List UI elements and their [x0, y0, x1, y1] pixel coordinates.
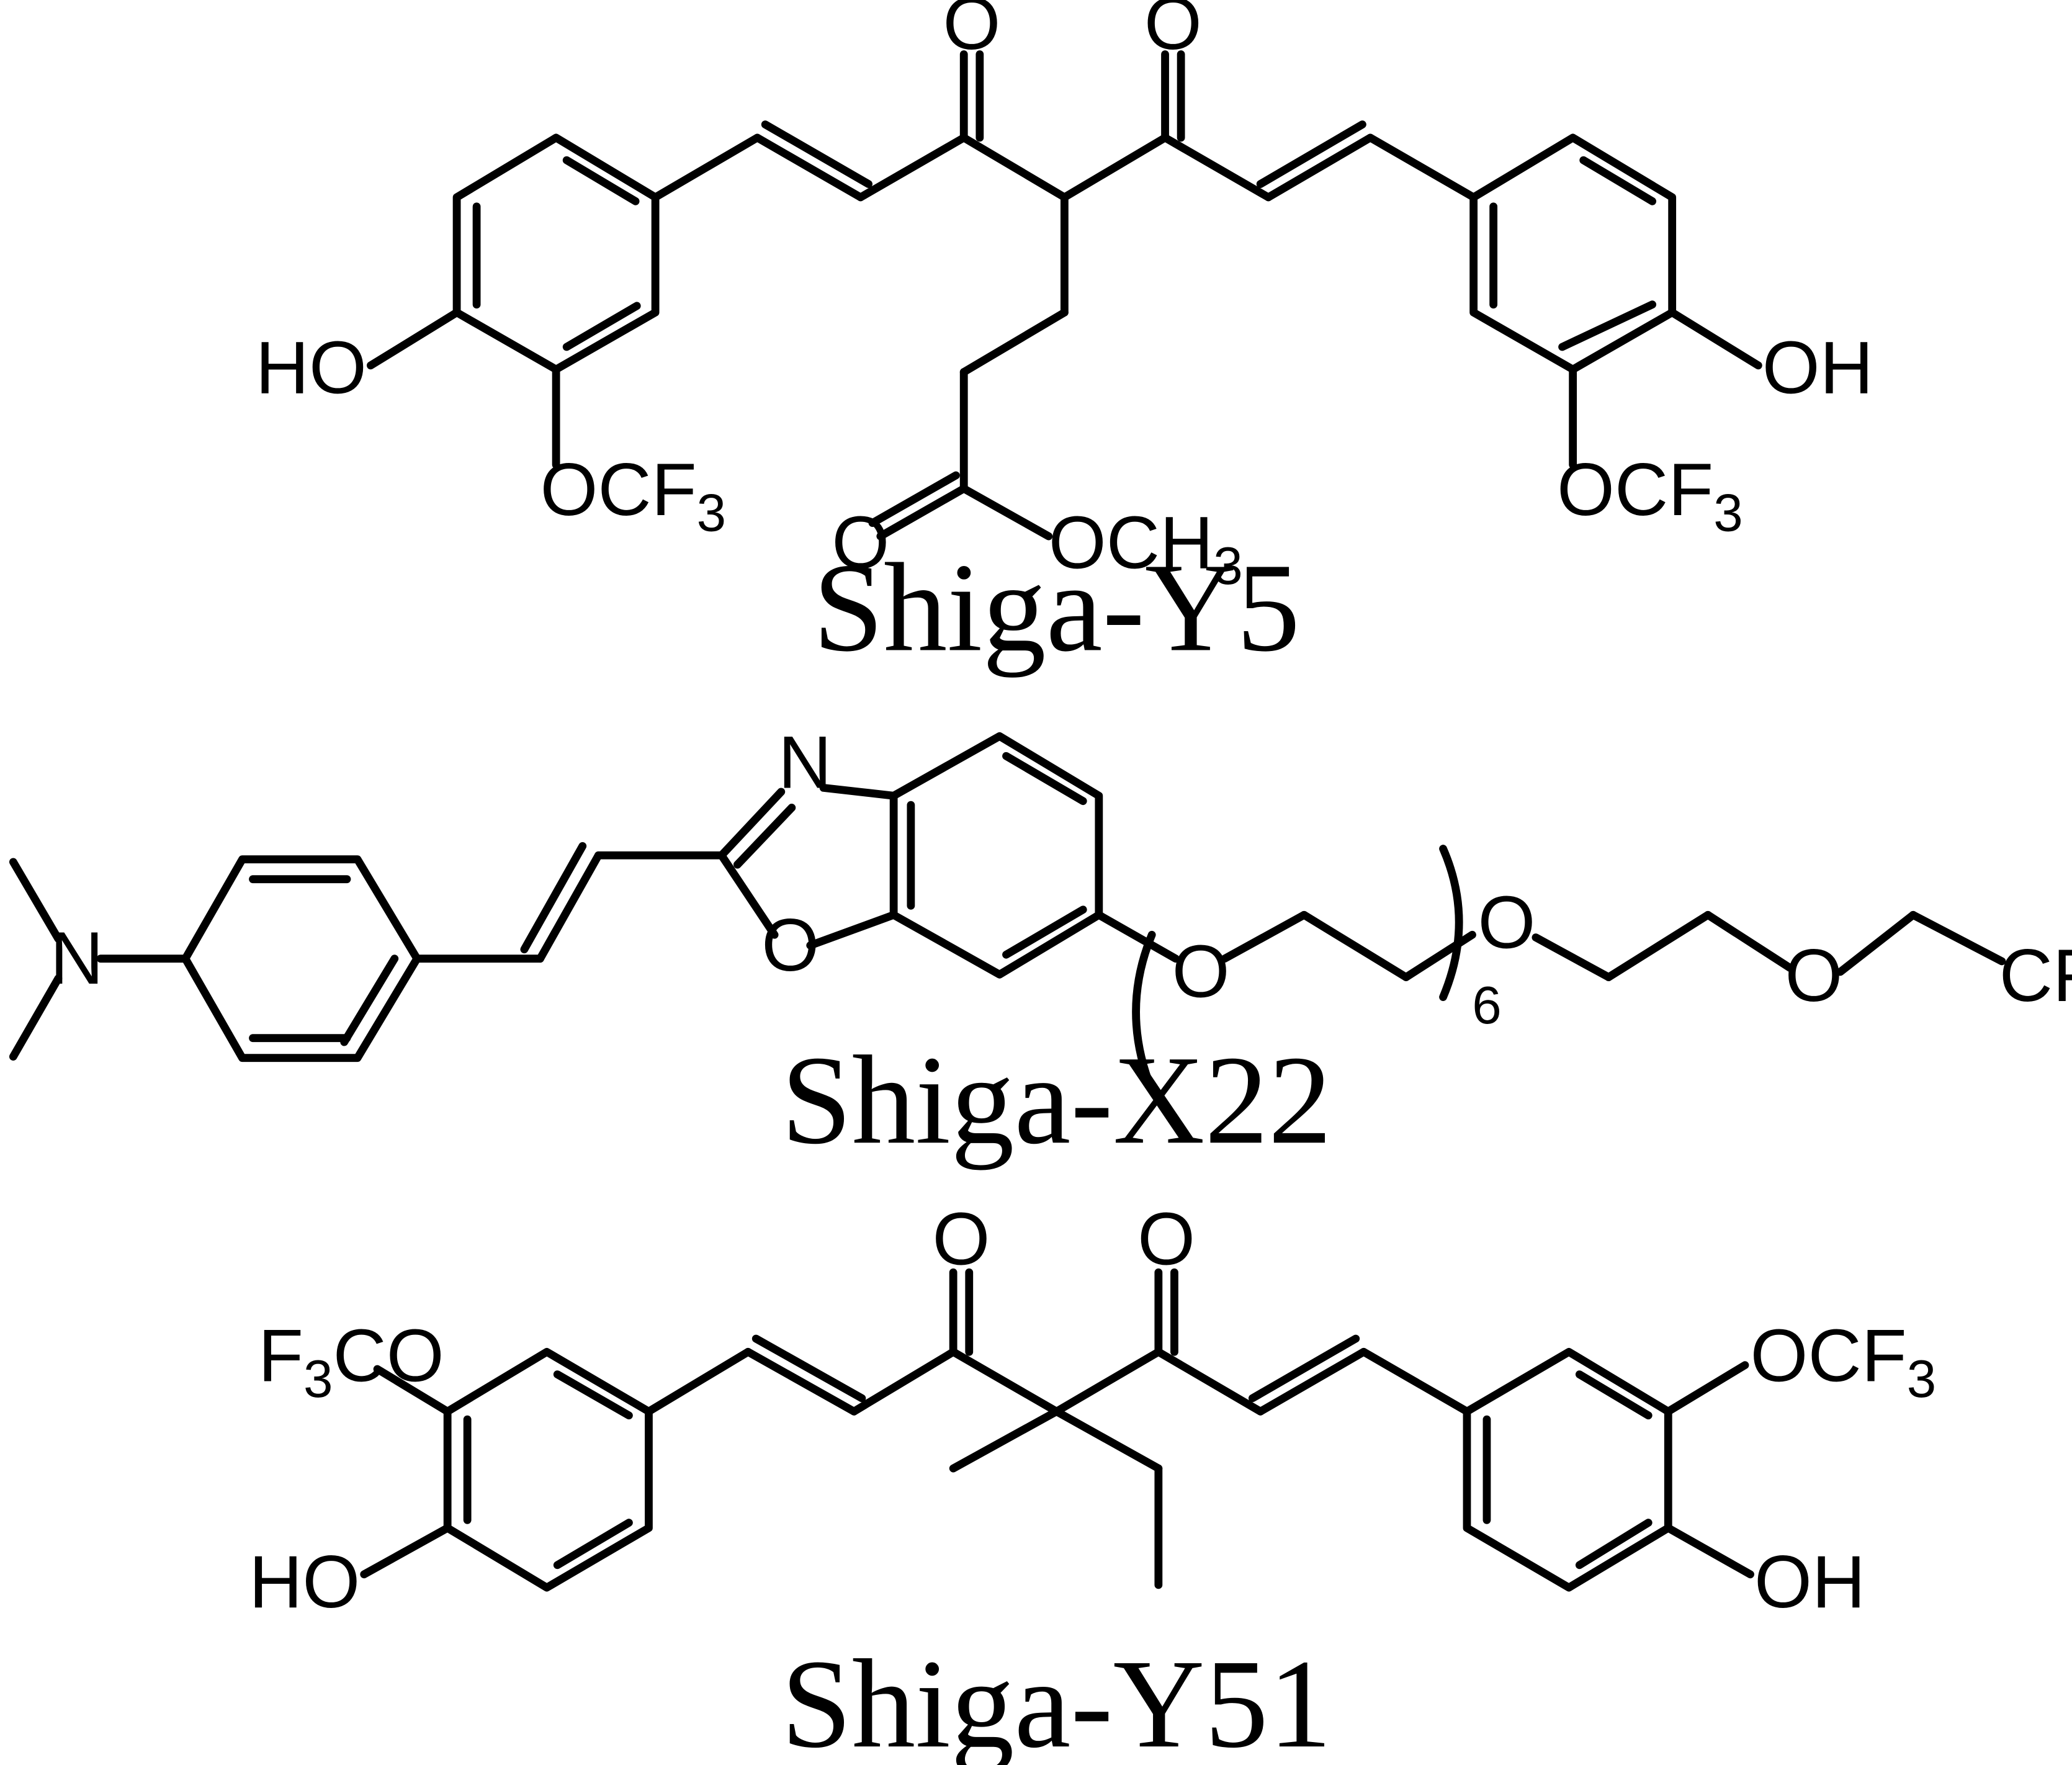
- y5-o-right-keto: O: [1144, 0, 1202, 65]
- x22-o-ether-2: O: [1478, 882, 1536, 964]
- compound-name-shiga-x22: Shiga-X22: [781, 1030, 1332, 1170]
- compound-shiga-y51: O O F3CO OCF3 HO OH Shiga-Y51: [249, 1198, 1936, 1765]
- y51-ho-left: HO: [249, 1541, 360, 1624]
- y5-ocf3-right: OCF3: [1557, 449, 1743, 543]
- y51-chain: [645, 1268, 1471, 1589]
- x22-atom-labels: N N O O 6 O O CF3: [50, 721, 2072, 1035]
- y5-left-chain: [651, 50, 1069, 202]
- x22-styryl: [413, 842, 726, 963]
- compound-shiga-x22: N N O O 6 O O CF3 Shiga-X22: [9, 721, 2072, 1170]
- y51-left-ring: [443, 1347, 653, 1592]
- y51-f3co: F3CO: [258, 1314, 444, 1409]
- y5-atom-labels: O O HO OH OCF3 OCF3 O OCH3: [256, 0, 1873, 596]
- y5-och3: OCH3: [1049, 501, 1243, 596]
- y5-ocf3-left: OCF3: [540, 449, 726, 543]
- compound-name-shiga-y51: Shiga-Y51: [781, 1633, 1332, 1765]
- x22-repeat-count: 6: [1472, 976, 1501, 1035]
- x22-o-ether-3: O: [1785, 935, 1842, 1017]
- y5-o-left-keto: O: [943, 0, 1001, 65]
- y5-substituents: [366, 193, 1762, 541]
- x22-phenyl-ring: [181, 855, 421, 1062]
- x22-n-amine: N: [50, 917, 104, 1000]
- y5-o-ester: O: [832, 501, 889, 584]
- y51-atom-labels: O O F3CO OCF3 HO OH: [249, 1198, 1936, 1624]
- y51-o-left-keto: O: [932, 1198, 990, 1281]
- y51-substituents: [360, 1361, 1754, 1579]
- y5-ho-left: HO: [256, 327, 367, 410]
- x22-benzoxazole: [717, 732, 1103, 979]
- x22-dimethylamino: [9, 858, 190, 1061]
- y5-right-chain: [1060, 50, 1478, 202]
- x22-o-ring: O: [761, 904, 819, 987]
- compound-shiga-y5: O O HO OH OCF3 OCF3 O OCH3 Shiga-Y5: [256, 0, 1873, 678]
- x22-cf3: CF3: [1999, 935, 2072, 1029]
- x22-n-ring: N: [778, 721, 832, 804]
- y51-oh-right: OH: [1754, 1541, 1865, 1624]
- y5-oh-right: OH: [1762, 327, 1873, 410]
- y5-left-ring: [452, 133, 660, 374]
- y51-ocf3-right: OCF3: [1751, 1314, 1937, 1409]
- x22-peg-chain: [1095, 845, 2006, 1094]
- compound-name-shiga-y5: Shiga-Y5: [813, 537, 1300, 678]
- x22-o-ether-1: O: [1172, 931, 1230, 1013]
- y51-right-ring: [1463, 1347, 1672, 1592]
- y5-right-ring: [1469, 133, 1677, 374]
- y51-o-right-keto: O: [1137, 1198, 1195, 1281]
